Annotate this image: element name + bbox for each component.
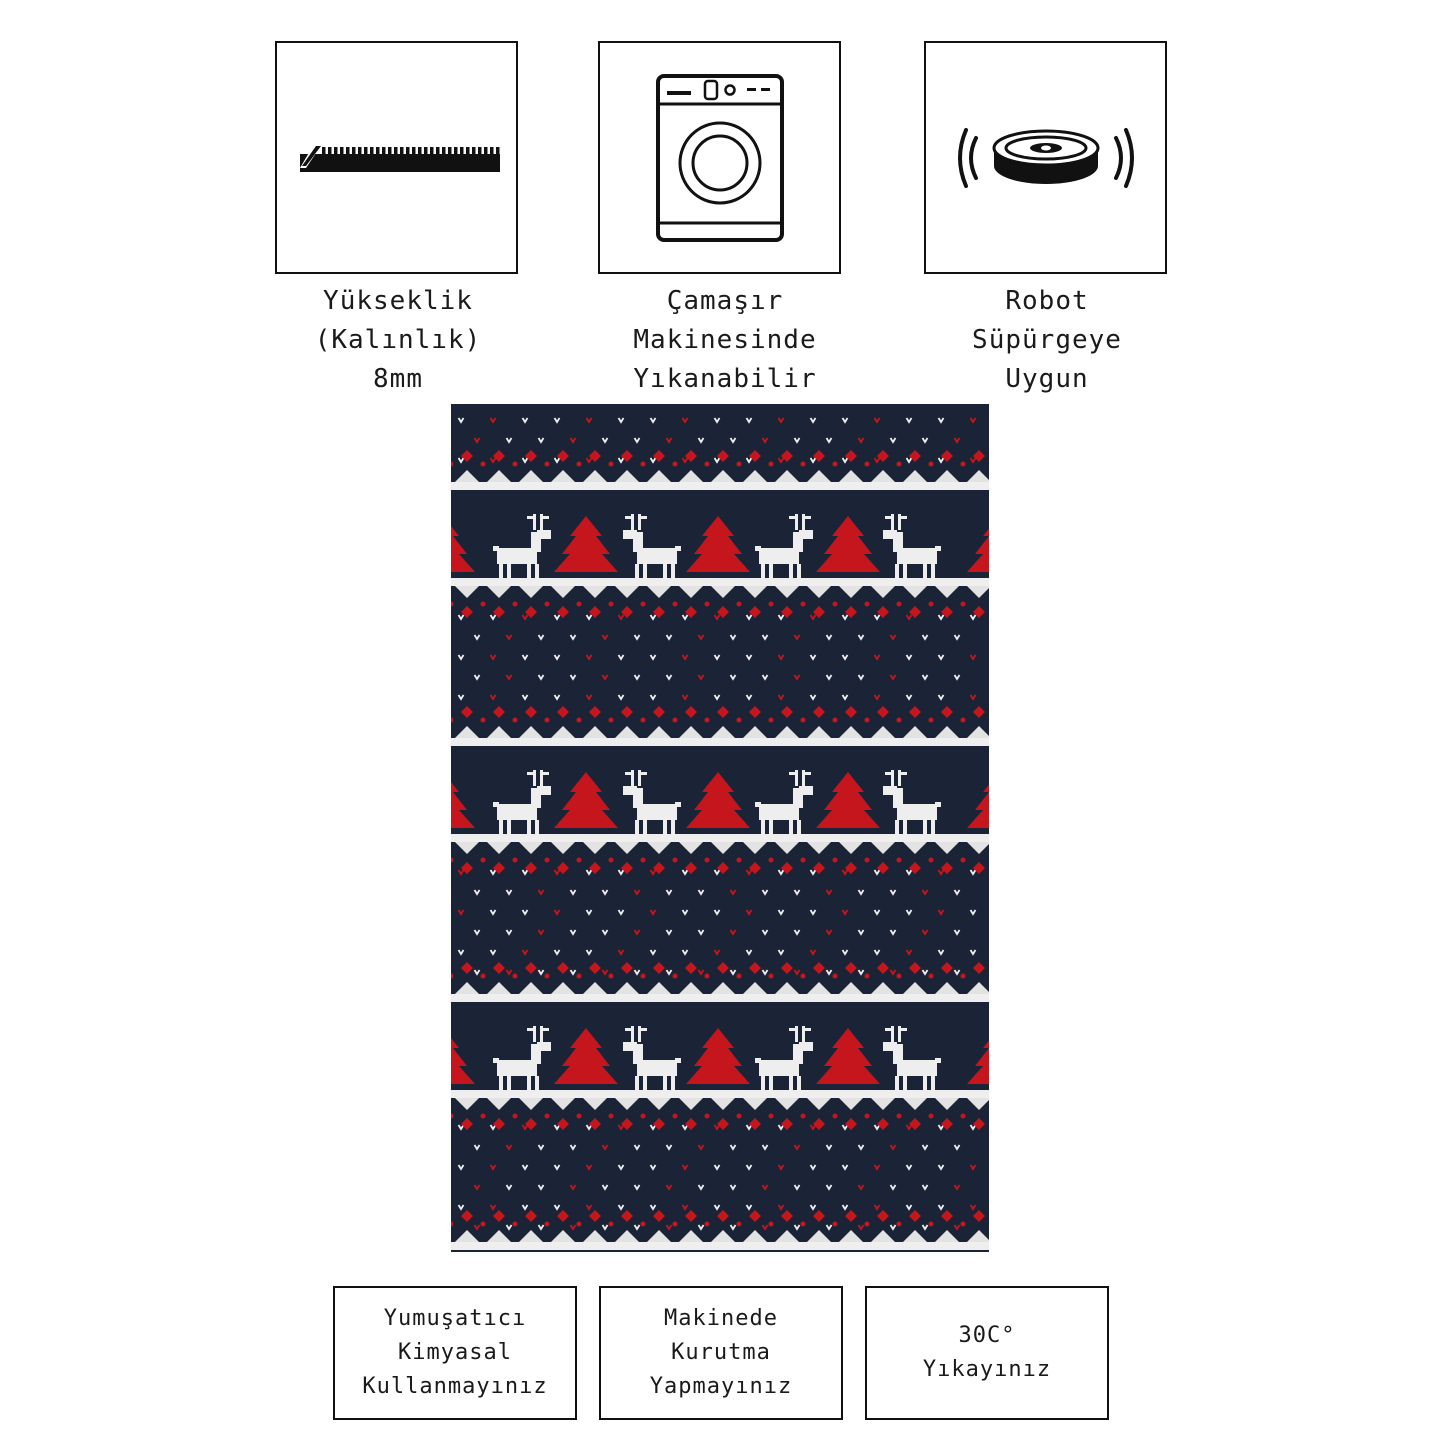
washing-label: Çamaşır Makinesinde Yıkanabilir (633, 286, 817, 394)
carpet-thickness-icon (299, 143, 500, 172)
thickness-feature-box (275, 41, 518, 274)
robot-label: Robot Süpürgeye Uygun (972, 286, 1122, 394)
washing-machine-icon (655, 73, 784, 242)
rug-pattern-image (451, 404, 989, 1252)
robot-feature-box (924, 41, 1167, 274)
wash-temperature-box: 30C° Yıkayınız (865, 1286, 1109, 1420)
robot-vacuum-icon (957, 127, 1134, 188)
thickness-label: Yükseklik (Kalınlık) 8mm (314, 286, 482, 394)
no-tumble-dry-box: Makinede Kurutma Yapmayınız (599, 1286, 843, 1420)
no-softener-box: Yumuşatıcı Kimyasal Kullanmayınız (333, 1286, 577, 1420)
washing-feature-box (598, 41, 841, 274)
